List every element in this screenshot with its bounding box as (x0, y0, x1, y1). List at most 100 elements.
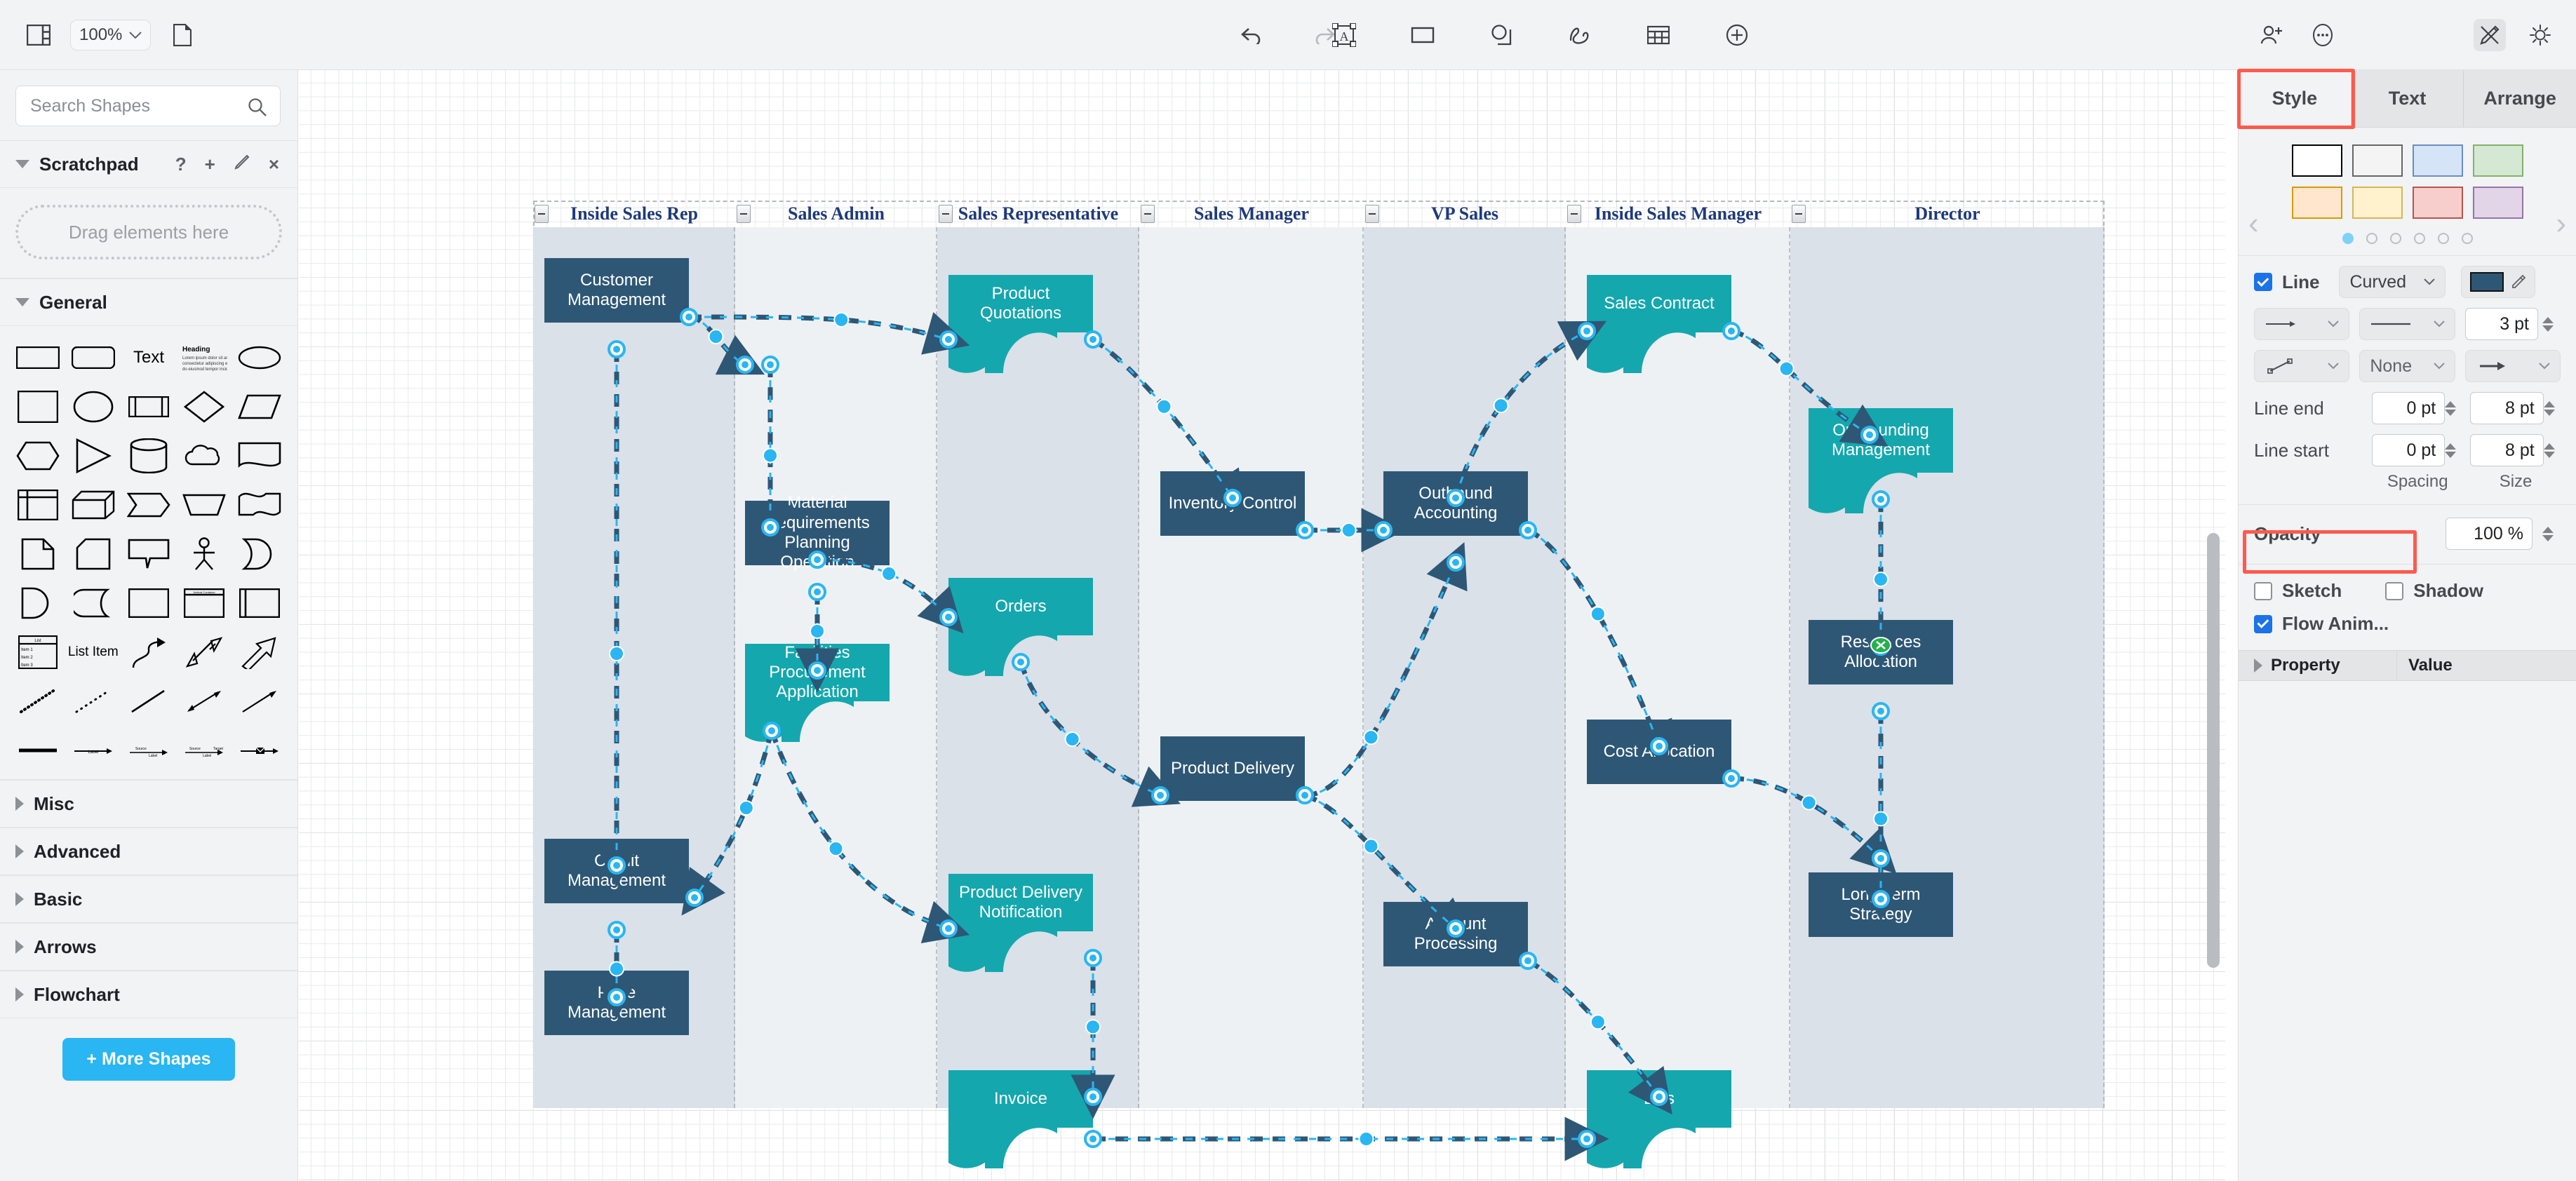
line-start-arrow-select[interactable]: None (2359, 350, 2455, 382)
diagram-node[interactable]: Resources Allocation (1809, 620, 1953, 684)
shape-curved-arrow[interactable] (121, 628, 176, 677)
shape-vertical-container[interactable]: Vertical Container (177, 579, 232, 628)
shape-container[interactable] (121, 579, 176, 628)
insert-shape-icon[interactable] (1485, 19, 1517, 51)
shape-rounded-rectangle[interactable] (65, 333, 121, 382)
shape-triangle[interactable] (65, 431, 121, 480)
line-end-spacing-stepper[interactable] (2445, 400, 2462, 416)
close-icon[interactable]: × (268, 153, 279, 175)
diagram-node[interactable]: Outbound Accounting (1383, 471, 1528, 536)
style-swatch[interactable] (2472, 144, 2523, 177)
tab-arrange[interactable]: Arrange (2464, 70, 2576, 127)
shape-or[interactable] (10, 579, 65, 628)
shape-dotted-line-2[interactable] (65, 677, 121, 726)
shape-block-arrow[interactable] (232, 628, 288, 677)
panel-toggle-icon[interactable] (22, 19, 55, 51)
shape-double-arrow[interactable] (177, 677, 232, 726)
scratchpad-section-header[interactable]: Scratchpad ? + × (0, 140, 297, 188)
style-swatch[interactable] (2352, 187, 2403, 219)
line-checkbox[interactable] (2254, 273, 2272, 291)
waypoint-style-select[interactable] (2254, 350, 2350, 382)
style-swatch[interactable] (2291, 187, 2342, 219)
style-swatch[interactable] (2412, 144, 2463, 177)
diagram-node[interactable]: Orders (948, 578, 1093, 635)
shape-note[interactable] (10, 529, 65, 579)
chevron-left-icon[interactable]: ‹ (2248, 206, 2259, 241)
line-width-input[interactable]: 3 pt (2464, 308, 2538, 340)
shape-step[interactable] (121, 480, 176, 529)
insert-rectangle-icon[interactable] (1407, 19, 1439, 51)
swimlane-collapse-button[interactable] (1567, 205, 1581, 223)
shape-delay[interactable] (232, 529, 288, 579)
shape-trapezoid[interactable] (177, 480, 232, 529)
shape-bidirectional-arrow[interactable] (177, 628, 232, 677)
shape-tape[interactable] (232, 480, 288, 529)
insert-more-icon[interactable] (1721, 19, 1753, 51)
shape-document[interactable] (232, 431, 288, 480)
shape-labeled-arrow[interactable]: Label (65, 726, 121, 775)
shape-circle[interactable] (65, 382, 121, 431)
scratchpad-drop-zone[interactable]: Drag elements here (15, 205, 282, 259)
line-start-size-stepper[interactable] (2543, 443, 2561, 458)
shape-rectangle[interactable] (10, 333, 65, 382)
sidebar-item-advanced[interactable]: Advanced (0, 828, 297, 875)
more-shapes-button[interactable]: + More Shapes (62, 1038, 235, 1081)
sidebar-item-misc[interactable]: Misc (0, 780, 297, 828)
line-start-spacing-stepper[interactable] (2445, 443, 2462, 458)
zoom-selector[interactable]: 100% (70, 19, 152, 50)
shape-callout[interactable] (121, 529, 176, 579)
diagram-node[interactable]: Inventory Control (1160, 471, 1305, 536)
shadow-checkbox[interactable] (2385, 581, 2404, 600)
swatch-page-dot[interactable] (2413, 233, 2425, 244)
chevron-right-icon[interactable]: › (2556, 206, 2566, 241)
diagram-node[interactable]: Product Quotations (948, 275, 1093, 332)
swimlane-4[interactable]: Sales Manager (1139, 201, 1364, 1108)
shape-ellipse[interactable] (232, 333, 288, 382)
opacity-input[interactable]: 100 % (2446, 518, 2533, 550)
undo-icon[interactable] (1237, 19, 1269, 51)
swimlane-collapse-button[interactable] (939, 205, 953, 223)
help-icon[interactable]: ? (175, 153, 187, 175)
search-shapes-box[interactable] (15, 86, 281, 126)
diagram-node[interactable]: Cost Allocation (1587, 720, 1731, 784)
shape-process[interactable] (121, 382, 176, 431)
shape-card[interactable] (65, 529, 121, 579)
insert-table-icon[interactable] (1642, 19, 1675, 51)
line-start-size-input[interactable]: 8 pt (2470, 434, 2544, 466)
shape-actor[interactable] (177, 529, 232, 579)
line-end-spacing-input[interactable]: 0 pt (2371, 392, 2446, 424)
style-swatch[interactable] (2352, 144, 2403, 177)
diagram-node[interactable]: Long Term Strategy (1809, 872, 1953, 937)
add-icon[interactable]: + (204, 153, 215, 175)
diagram-node[interactable]: Material Requirements Planning Operation (745, 493, 890, 572)
shape-horizontal-container[interactable] (232, 579, 288, 628)
swimlane-1[interactable]: Inside Sales Rep (533, 201, 735, 1108)
line-width-stepper[interactable] (2542, 316, 2561, 332)
search-input[interactable] (30, 95, 266, 116)
shape-summing-junction[interactable] (65, 579, 121, 628)
style-swatch[interactable] (2472, 187, 2523, 219)
shape-cloud[interactable] (177, 431, 232, 480)
line-color-button[interactable] (2461, 266, 2536, 298)
swatch-page-dot[interactable] (2366, 233, 2377, 244)
swimlane-collapse-button[interactable] (1792, 205, 1806, 223)
diagram-node[interactable]: Price Management (544, 971, 689, 1035)
shape-square[interactable] (10, 382, 65, 431)
line-style-select[interactable]: Curved (2339, 266, 2446, 298)
swimlane-collapse-button[interactable] (1365, 205, 1379, 223)
shape-cube[interactable] (65, 480, 121, 529)
swimlane-collapse-button[interactable] (737, 205, 751, 223)
shape-diamond[interactable] (177, 382, 232, 431)
line-arrow-select[interactable] (2254, 308, 2350, 340)
tab-style[interactable]: Style (2239, 70, 2352, 127)
shape-message-arrow[interactable] (232, 726, 288, 775)
shape-hexagon[interactable] (10, 431, 65, 480)
sidebar-item-arrows[interactable]: Arrows (0, 923, 297, 971)
insert-text-icon[interactable]: A (1328, 19, 1360, 51)
swatch-page-dot[interactable] (2389, 233, 2401, 244)
edit-style-icon[interactable] (2474, 19, 2506, 51)
style-swatch[interactable] (2412, 187, 2463, 219)
